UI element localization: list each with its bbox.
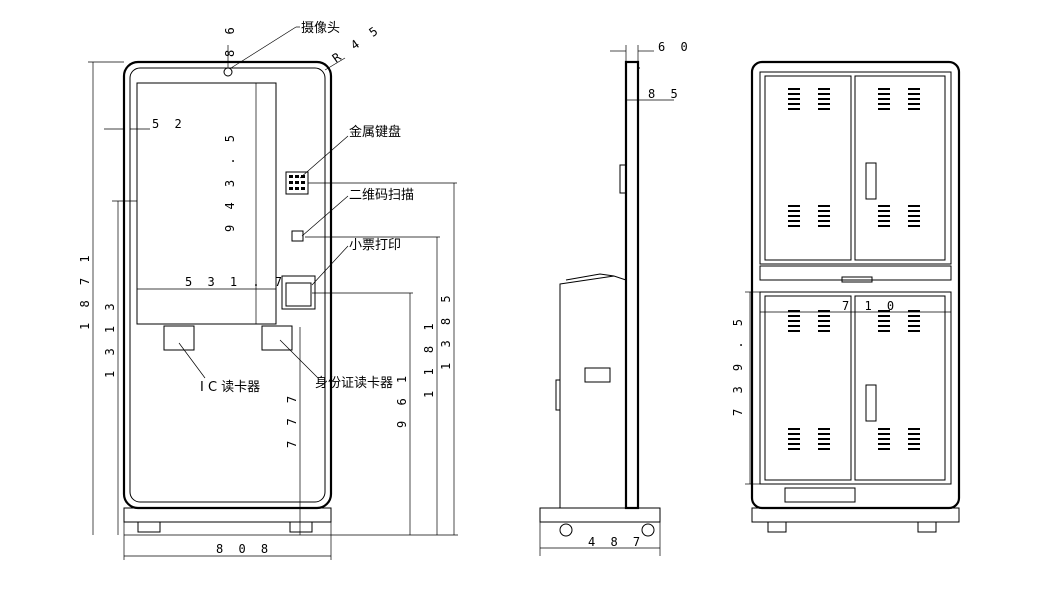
- dim-487: 4 8 7: [588, 535, 644, 549]
- rear-lower-lock: [865, 384, 877, 422]
- id-reader-box: [261, 325, 293, 351]
- vent-upper-right: [878, 88, 920, 227]
- label-qr-scan: 二维码扫描: [349, 188, 414, 203]
- dim-60: 6 0: [658, 40, 692, 54]
- dim-52: 5 2: [152, 117, 186, 131]
- keyboard-keys: [289, 175, 305, 190]
- camera-lens: [223, 67, 233, 77]
- dim-85: 8 5: [648, 87, 682, 101]
- front-base: [123, 507, 332, 523]
- vent-upper-left: [788, 88, 830, 227]
- ic-reader-box: [163, 325, 195, 351]
- vent-lower-left: [788, 310, 830, 450]
- rear-upper-lock: [865, 162, 877, 200]
- label-metal-keyboard: 金属键盘: [349, 124, 401, 140]
- rear-upper-frame: [759, 71, 952, 265]
- rear-lower-frame: [759, 291, 952, 485]
- dim-8-6: 8 6: [223, 23, 237, 57]
- dim-531-7: 5 3 1 . 7: [185, 275, 286, 289]
- dim-808: 8 0 8: [216, 542, 272, 556]
- label-ticket-print: 小票打印: [349, 238, 401, 253]
- front-view: 8 6 R 4 5 5 2 9 4 3 . 5 5 3 1 . 7 1 8 7 …: [78, 21, 458, 560]
- label-ic-reader: I C 读卡器: [200, 380, 260, 395]
- rear-upper-left-door: [764, 75, 852, 261]
- rear-wheel-right: [917, 521, 937, 533]
- vent-lower-right: [878, 310, 920, 450]
- front-wheel-right: [289, 521, 313, 533]
- rear-middle-handle: [841, 276, 873, 283]
- dim-943-5: 9 4 3 . 5: [223, 131, 237, 232]
- side-view: 6 0 8 5 4 8 7: [539, 40, 692, 556]
- side-panel: [624, 60, 640, 510]
- side-body: [559, 275, 627, 509]
- rear-interface-panel: [784, 487, 856, 503]
- dim-1385: 1 3 8 5: [439, 291, 453, 370]
- side-access-panel: [584, 367, 611, 383]
- front-wheel-left: [137, 521, 161, 533]
- rear-upper-right-door: [854, 75, 946, 261]
- dim-1181: 1 1 8 1: [422, 319, 436, 398]
- rear-wheel-left: [767, 521, 787, 533]
- qr-scanner-window: [291, 230, 304, 242]
- rear-lower-left-door: [764, 295, 852, 481]
- label-id-reader: 身份证读卡器: [315, 375, 393, 391]
- dim-961: 9 6 1: [395, 372, 409, 428]
- side-wheel-right: [641, 523, 655, 537]
- ticket-printer-inner: [285, 282, 312, 307]
- side-handle: [555, 379, 561, 411]
- screen: [136, 82, 277, 325]
- ticket-printer-outer: [281, 275, 316, 310]
- dim-777: 7 7 7: [285, 392, 299, 448]
- side-base: [539, 507, 661, 523]
- rear-lower-right-door: [854, 295, 946, 481]
- dim-1871: 1 8 7 1: [78, 251, 92, 330]
- dim-710: 7 1 0: [842, 299, 898, 313]
- side-wheel-left: [559, 523, 573, 537]
- dim-1313: 1 3 1 3: [103, 299, 117, 378]
- rear-middle-band: [759, 265, 952, 281]
- side-top-lip: [565, 273, 615, 281]
- rear-base: [751, 507, 960, 523]
- dim-739-5: 7 3 9 . 5: [731, 315, 745, 416]
- rear-view: 7 1 0 7 3 9 . 5: [731, 60, 961, 533]
- side-keyboard-edge: [619, 164, 627, 194]
- label-camera: 摄像头: [301, 21, 340, 36]
